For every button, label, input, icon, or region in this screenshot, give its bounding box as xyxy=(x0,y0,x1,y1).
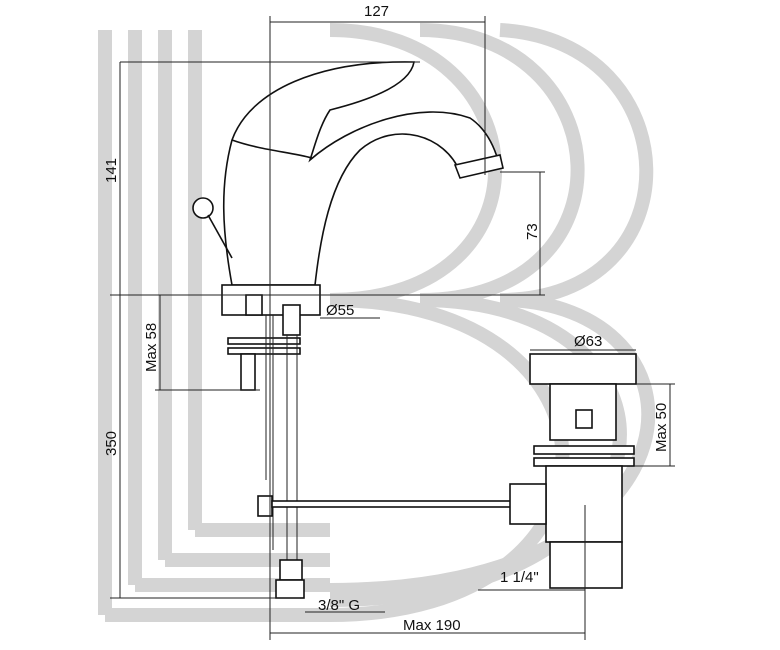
dim-spout-reach: 127 xyxy=(364,3,389,20)
watermark-logo xyxy=(98,23,656,622)
dim-connection-thread: 3/8" G xyxy=(318,597,360,614)
dim-body-height: 141 xyxy=(103,158,120,183)
dim-waste-height: Max 50 xyxy=(653,403,670,452)
dim-max-pull-rod: Max 190 xyxy=(403,617,461,634)
dim-spout-height: 73 xyxy=(524,223,541,240)
dim-hose-length: 350 xyxy=(103,431,120,456)
dim-base-diameter: Ø55 xyxy=(326,302,354,319)
waste-valve xyxy=(509,353,637,589)
dimension-labels: 127 141 73 Ø55 Max 58 350 Ø63 Max 50 1 1… xyxy=(103,3,670,634)
dim-waste-thread: 1 1/4" xyxy=(500,569,539,586)
faucet-body xyxy=(192,61,504,316)
dimension-lines xyxy=(110,16,675,640)
dim-waste-diameter: Ø63 xyxy=(574,333,602,350)
dim-max-deck-thickness: Max 58 xyxy=(143,323,160,372)
